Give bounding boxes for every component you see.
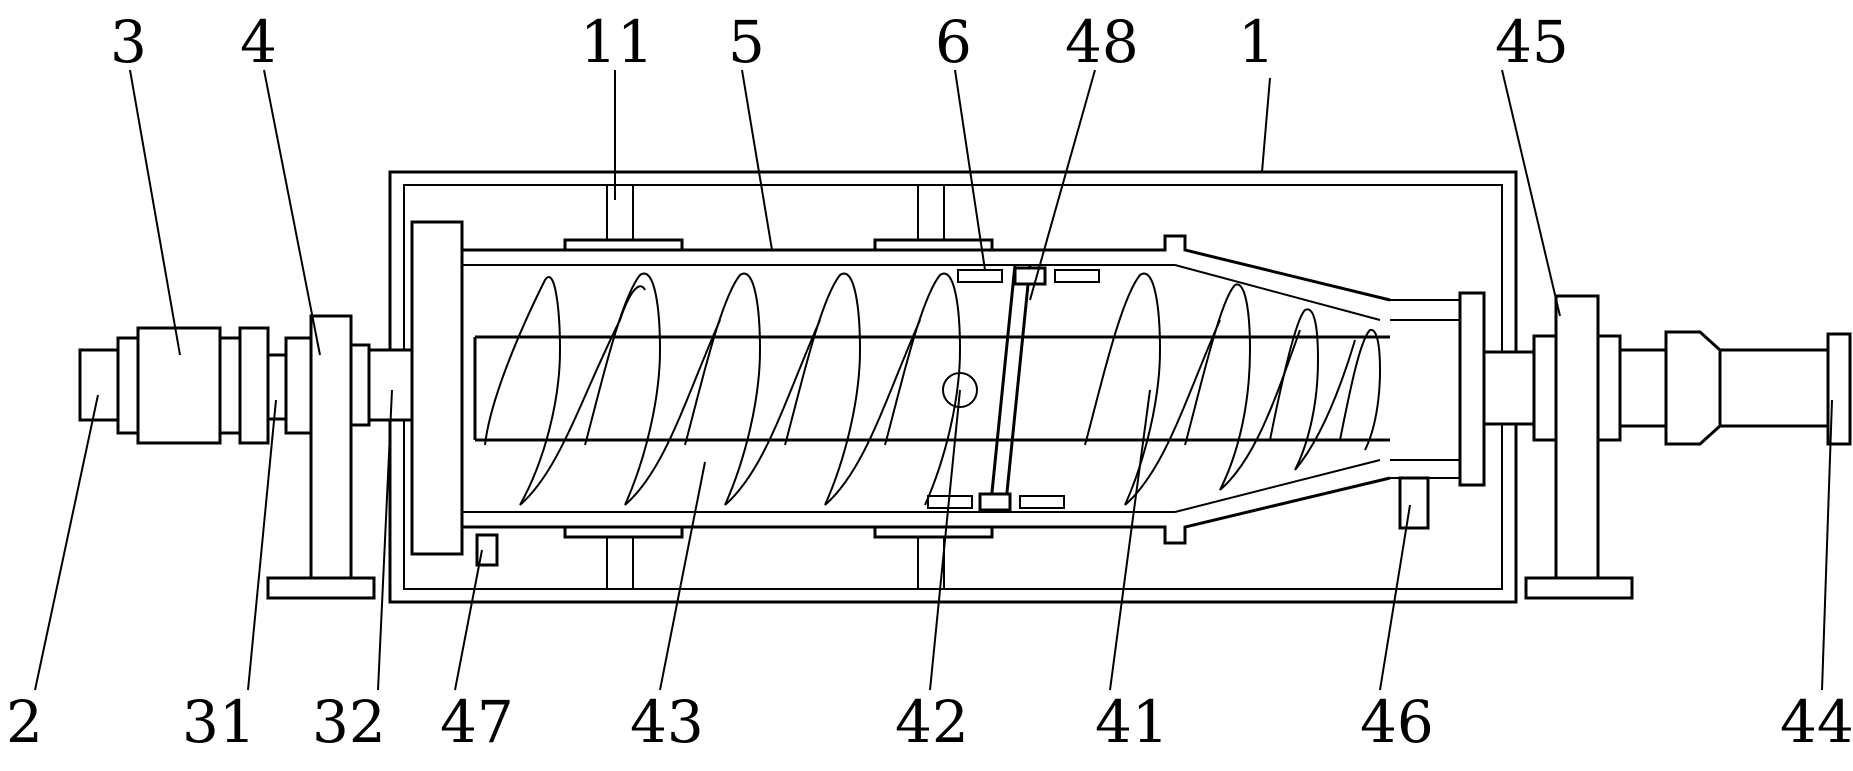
right-flange (1458, 291, 1486, 487)
label-3: 3 (110, 8, 147, 76)
label-31: 31 (182, 688, 256, 756)
label-32: 32 (312, 688, 386, 756)
label-48: 48 (1065, 8, 1139, 76)
label-2: 2 (6, 688, 43, 756)
label-44: 44 (1780, 688, 1853, 756)
label-42: 42 (895, 688, 969, 756)
scraper-blade (988, 264, 1032, 513)
label-41: 41 (1095, 688, 1169, 756)
support-posts (563, 185, 994, 589)
label-5: 5 (728, 8, 765, 76)
label-4: 4 (240, 8, 277, 76)
label-45: 45 (1495, 8, 1569, 76)
helical-flights (484, 272, 1382, 506)
label-46: 46 (1360, 688, 1434, 756)
label-6: 6 (935, 8, 972, 76)
feed-port (942, 372, 978, 408)
left-drive (78, 314, 414, 600)
left-flange (410, 220, 464, 556)
liquid-outlet (1398, 476, 1430, 530)
leader-lines (34, 69, 1833, 691)
label-1: 1 (1238, 8, 1275, 76)
right-drive (1482, 294, 1852, 600)
label-47: 47 (440, 688, 514, 756)
solids-outlet (475, 533, 499, 567)
screw-shaft (473, 335, 1390, 442)
callout-labels: 1 2 3 4 5 6 11 31 32 41 42 43 44 45 46 4… (6, 8, 1853, 756)
bowl-drum (462, 234, 1460, 545)
spring-assemblies (927, 266, 1100, 512)
label-11: 11 (580, 8, 654, 76)
label-43: 43 (630, 688, 704, 756)
